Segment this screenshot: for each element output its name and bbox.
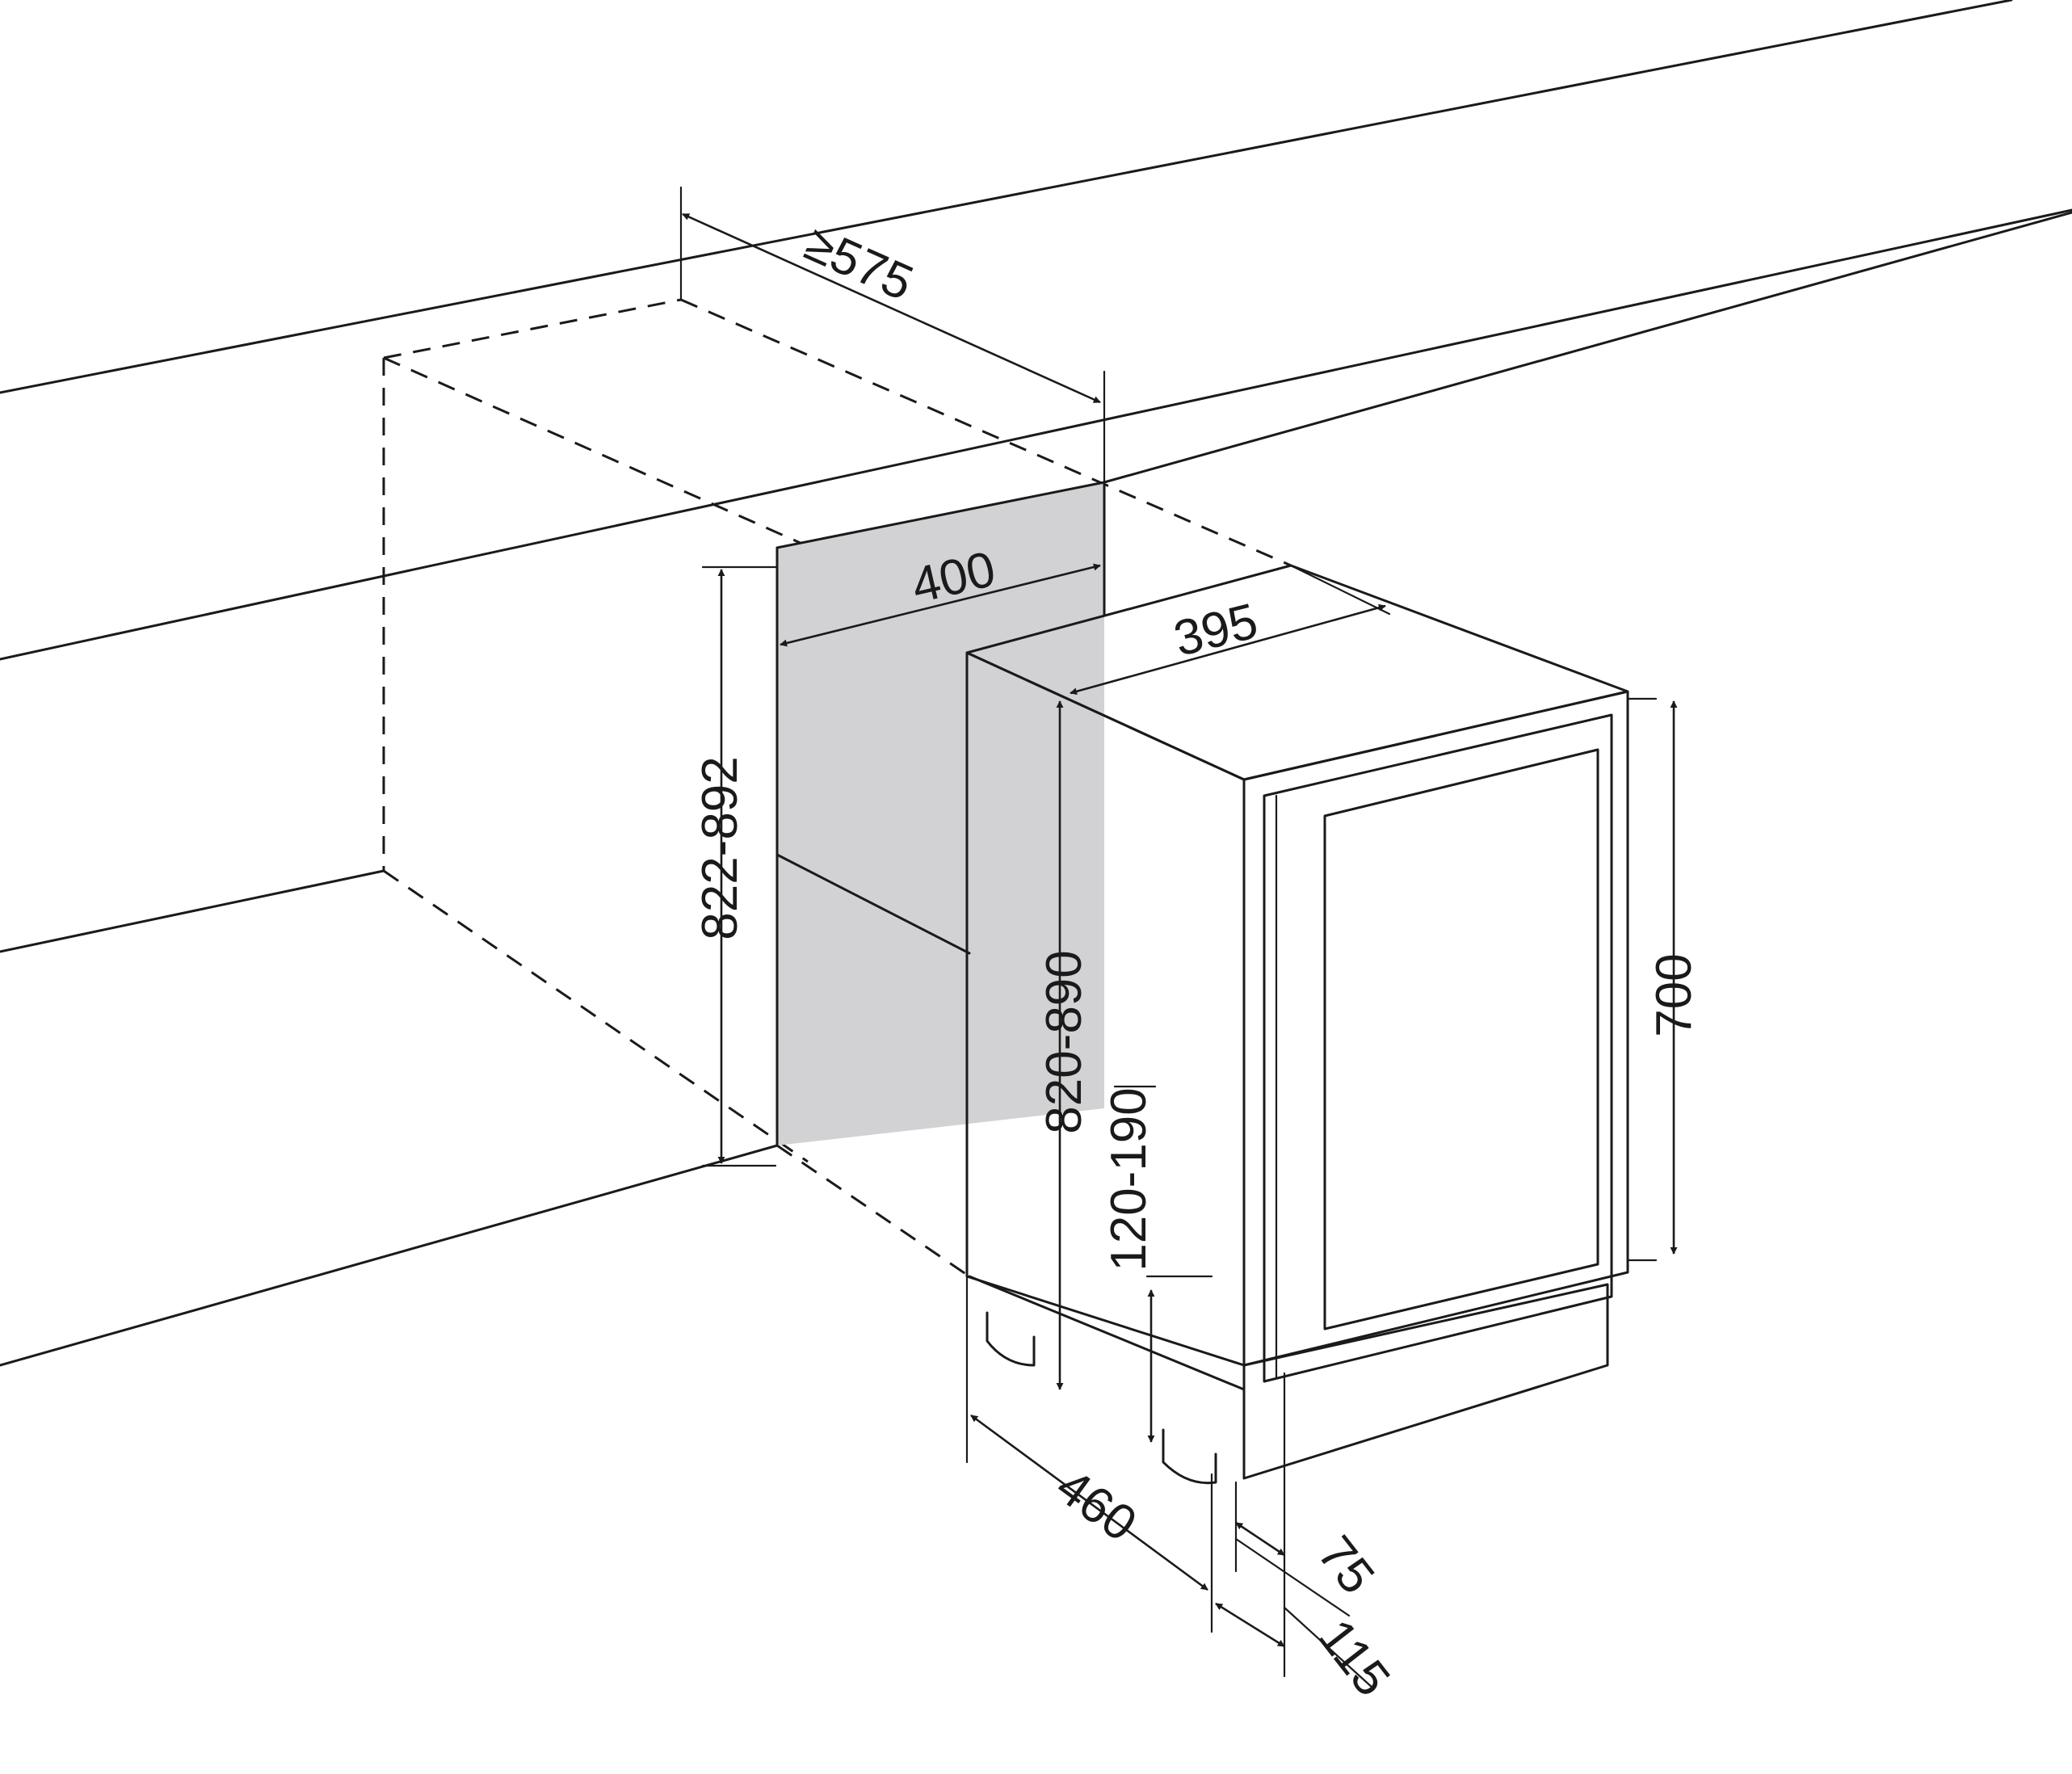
niche-back-wall <box>775 481 1106 1147</box>
wine-cooler <box>965 564 1629 1485</box>
label-door-thickness: 75 <box>1307 1526 1385 1604</box>
door-frame <box>1263 713 1613 1383</box>
countertop <box>0 0 2072 1367</box>
dimension-lines <box>682 212 1678 1648</box>
label-unit-height: 820-890 <box>1036 950 1092 1134</box>
door-glass <box>1323 748 1599 1330</box>
foot-right <box>1162 1428 1217 1485</box>
dim-line-niche-width <box>780 563 1101 647</box>
label-niche-height: 822-892 <box>692 756 748 940</box>
dim-line-unit-depth <box>970 1414 1208 1591</box>
dim-line-door-thickness <box>1235 1521 1285 1557</box>
label-plinth-height: 120-190 <box>1101 1087 1157 1272</box>
foot-left <box>986 1311 1036 1367</box>
label-door-projection: 115 <box>1308 1609 1401 1706</box>
dim-line-niche-depth <box>682 212 1101 404</box>
dim-line-unit-width <box>1070 603 1386 696</box>
cabinet-front-frame <box>1242 690 1629 1367</box>
label-unit-depth: 460 <box>1046 1458 1146 1553</box>
label-niche-depth: ≥575 <box>797 216 922 312</box>
niche-outline <box>382 298 1292 1278</box>
dim-line-door-projection <box>1215 1602 1285 1648</box>
label-door-height: 700 <box>1646 953 1702 1036</box>
plinth <box>1242 1283 1609 1480</box>
label-unit-width: 395 <box>1169 593 1263 667</box>
